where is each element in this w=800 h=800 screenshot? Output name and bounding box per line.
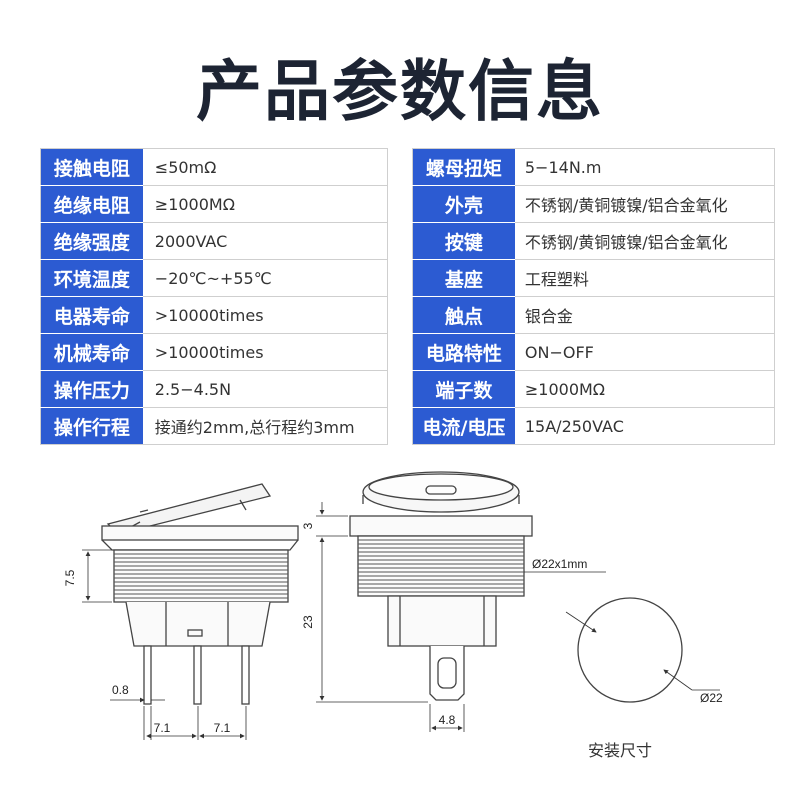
thread-lines-left: [114, 553, 288, 599]
spec-label: 接触电阻: [40, 148, 143, 186]
dim-terminal-width: 4.8: [439, 713, 456, 727]
spec-label: 触点: [412, 296, 515, 334]
spec-value: 15A/250VAC: [524, 416, 624, 436]
spec-value: 不锈钢/黄铜镀镍/铝合金氧化: [514, 222, 775, 260]
dimension-lines-hole: [565, 611, 720, 691]
spec-label: 按键: [412, 222, 515, 260]
dim-hole: Ø22: [700, 691, 723, 705]
switch-front-view: [101, 483, 299, 705]
spec-value: ON−OFF: [514, 333, 775, 371]
table-row: 触点银合金: [412, 296, 775, 334]
spec-value: 5−14N.m: [514, 148, 775, 186]
table-row: 电器寿命>10000times: [40, 296, 388, 334]
table-row: 按键不锈钢/黄铜镀镍/铝合金氧化: [412, 222, 775, 260]
table-row: 接触电阻≤50mΩ: [40, 148, 388, 186]
spec-label: 绝缘电阻: [40, 185, 143, 223]
spec-label: 螺母扭矩: [412, 148, 515, 186]
spec-label: 外壳: [412, 185, 515, 223]
dim-thread-spec: Ø22x1mm: [532, 557, 587, 571]
page-title: 产品参数信息: [196, 53, 604, 130]
spec-label: 操作压力: [40, 370, 143, 408]
spec-label: 电路特性: [412, 333, 515, 371]
switch-side-view: [349, 471, 533, 701]
dimension-lines-mid: [316, 502, 606, 732]
dim-total-height: 23: [301, 615, 315, 629]
table-row: 外壳不锈钢/黄铜镀镍/铝合金氧化: [412, 185, 775, 223]
mounting-hole-view: [577, 597, 683, 703]
spec-value: 不锈钢/黄铜镀镍/铝合金氧化: [514, 185, 775, 223]
mounting-size-caption: 安装尺寸: [588, 741, 653, 760]
table-row: 环境温度−20℃~+55℃: [40, 259, 388, 297]
dimension-lines-left: [82, 549, 247, 740]
spec-label: 基座: [412, 259, 515, 297]
spec-label: 端子数: [412, 370, 515, 408]
spec-value: −20℃~+55℃: [142, 259, 388, 297]
dim-bezel: 3: [301, 522, 315, 529]
spec-value: ≥1000MΩ: [142, 185, 388, 223]
spec-value: 接通约2mm,总行程约3mm: [154, 418, 355, 437]
table-row: 操作行程接通约2mm,总行程约3mm: [40, 407, 388, 445]
dimension-drawing: 7.5 0.8 7.1 7.1 3 23 Ø22x1mm 4.8: [63, 471, 723, 740]
table-row: 基座工程塑料: [412, 259, 775, 297]
dim-thread-height: 7.5: [63, 569, 77, 586]
spec-label: 操作行程: [40, 407, 143, 445]
dim-pitch-1: 7.1: [154, 721, 171, 735]
dim-pin-width: 0.8: [112, 683, 129, 697]
table-row: 端子数≥1000MΩ: [412, 370, 775, 408]
spec-value: 工程塑料: [514, 259, 775, 297]
spec-label: 绝缘强度: [40, 222, 143, 260]
thread-lines-mid: [358, 539, 524, 593]
table-row: 绝缘电阻≥1000MΩ: [40, 185, 388, 223]
spec-label: 环境温度: [40, 259, 143, 297]
table-row: 机械寿命>10000times: [40, 333, 388, 371]
table-row: 电流/电压 15A/250VAC: [412, 407, 775, 445]
spec-value: ≥1000MΩ: [514, 370, 775, 408]
spec-label: 机械寿命: [40, 333, 143, 371]
spec-value: ≤50mΩ: [142, 148, 388, 186]
spec-value: >10000times: [142, 296, 388, 334]
spec-label: 电流/电压: [412, 407, 515, 445]
spec-value: 2.5−4.5N: [142, 370, 388, 408]
spec-label: 电器寿命: [40, 296, 143, 334]
spec-value: >10000times: [142, 333, 388, 371]
spec-value: 银合金: [514, 296, 775, 334]
dim-pitch-2: 7.1: [214, 721, 231, 735]
spec-value: 2000VAC: [142, 222, 388, 260]
